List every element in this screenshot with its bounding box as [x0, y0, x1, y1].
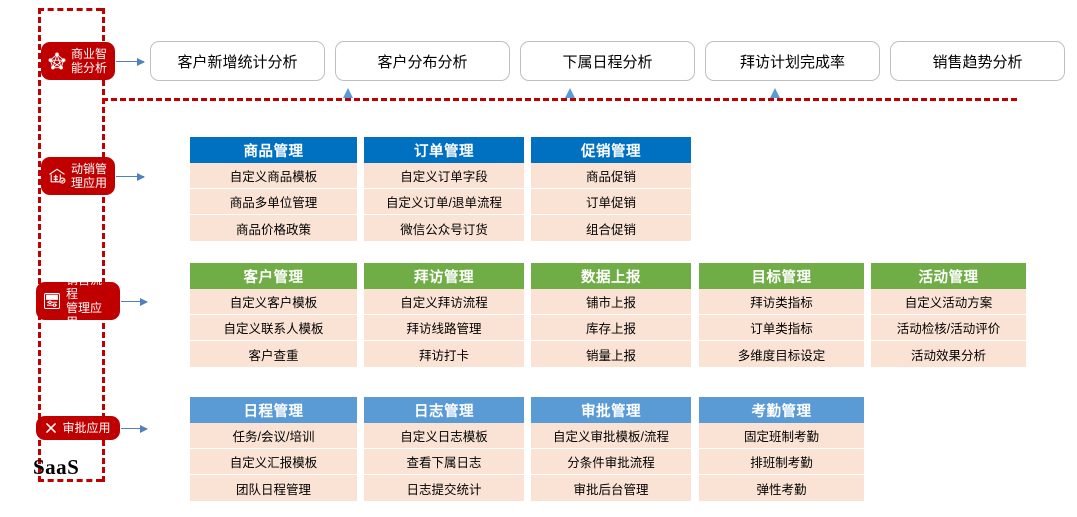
card-promotion-1-item-2[interactable]: 微信公众号订货: [364, 215, 524, 241]
card-promotion-0: 商品管理 自定义商品模板 商品多单位管理 商品价格政策: [190, 137, 357, 241]
bi-section-divider: [102, 98, 1017, 101]
card-approval-1-title: 日志管理: [364, 397, 524, 423]
card-approval-3-item-0[interactable]: 固定班制考勤: [699, 423, 864, 449]
connector-approval: [121, 424, 148, 433]
saas-bracket-inner-line: [102, 8, 105, 482]
bi-box-0[interactable]: 客户新增统计分析: [150, 41, 325, 81]
card-sales-3: 目标管理 拜访类指标 订单类指标 多维度目标设定: [699, 263, 864, 367]
card-sales-4-title: 活动管理: [871, 263, 1026, 289]
bi-box-2[interactable]: 下属日程分析: [520, 41, 695, 81]
card-approval-1-item-1[interactable]: 查看下属日志: [364, 449, 524, 475]
svg-text:SALE: SALE: [47, 296, 57, 300]
card-approval-0-item-2[interactable]: 团队日程管理: [190, 475, 357, 501]
connector-sales: [121, 297, 148, 306]
card-promotion-0-item-1[interactable]: 商品多单位管理: [190, 189, 357, 215]
card-sales-4-item-2[interactable]: 活动效果分析: [871, 341, 1026, 367]
rail-pill-approval-label: 审批应用: [62, 421, 111, 435]
card-approval-0-item-0[interactable]: 任务/会议/培训: [190, 423, 357, 449]
sale-tag-icon: SALE: [41, 290, 63, 312]
card-sales-2-item-2[interactable]: 销量上报: [531, 341, 691, 367]
card-approval-1-item-2[interactable]: 日志提交统计: [364, 475, 524, 501]
rail-pill-approval[interactable]: 审批应用: [36, 416, 120, 440]
bi-box-1-label: 客户分布分析: [377, 53, 468, 71]
card-promotion-1-item-1[interactable]: 自定义订单/退单流程: [364, 189, 524, 215]
card-approval-2-item-1[interactable]: 分条件审批流程: [531, 449, 691, 475]
rail-pill-sales[interactable]: SALE 销售流程 管理应用: [36, 273, 120, 329]
check-cross-icon: [43, 420, 59, 436]
rail-pill-bi-label: 商业智 能分析: [71, 47, 108, 75]
card-sales-4-item-0[interactable]: 自定义活动方案: [871, 289, 1026, 315]
card-sales-3-item-1[interactable]: 订单类指标: [699, 315, 864, 341]
card-promotion-2-title: 促销管理: [531, 137, 691, 163]
card-approval-2-item-2[interactable]: 审批后台管理: [531, 475, 691, 501]
card-approval-3-item-2[interactable]: 弹性考勤: [699, 475, 864, 501]
card-promotion-1-item-0[interactable]: 自定义订单字段: [364, 163, 524, 189]
bi-box-2-label: 下属日程分析: [562, 53, 653, 71]
card-approval-3: 考勤管理 固定班制考勤 排班制考勤 弹性考勤: [699, 397, 864, 501]
rail-pill-promotion[interactable]: 动销管 理应用: [41, 157, 115, 195]
card-sales-1-item-0[interactable]: 自定义拜访流程: [364, 289, 524, 315]
card-approval-1: 日志管理 自定义日志模板 查看下属日志 日志提交统计: [364, 397, 524, 501]
card-sales-0-item-2[interactable]: 客户查重: [190, 341, 357, 367]
card-sales-2-item-1[interactable]: 库存上报: [531, 315, 691, 341]
rail-pill-bi[interactable]: 商业智 能分析: [41, 42, 115, 80]
bi-box-0-label: 客户新增统计分析: [177, 53, 298, 71]
card-approval-0: 日程管理 任务/会议/培训 自定义汇报模板 团队日程管理: [190, 397, 357, 501]
card-sales-1-title: 拜访管理: [364, 263, 524, 289]
rail-pill-sales-label: 销售流程 管理应用: [66, 273, 103, 329]
card-promotion-2-item-1[interactable]: 订单促销: [531, 189, 691, 215]
store-house-icon: [46, 165, 68, 187]
card-promotion-0-item-0[interactable]: 自定义商品模板: [190, 163, 357, 189]
rail-pill-promotion-label: 动销管 理应用: [71, 162, 108, 190]
card-sales-1-item-1[interactable]: 拜访线路管理: [364, 315, 524, 341]
divider-up-arrow-2: [565, 88, 575, 98]
card-sales-3-item-2[interactable]: 多维度目标设定: [699, 341, 864, 367]
connector-promotion: [116, 172, 145, 181]
card-sales-1: 拜访管理 自定义拜访流程 拜访线路管理 拜访打卡: [364, 263, 524, 367]
card-approval-2-item-0[interactable]: 自定义审批模板/流程: [531, 423, 691, 449]
card-sales-1-item-2[interactable]: 拜访打卡: [364, 341, 524, 367]
saas-bracket-outline: [38, 8, 102, 482]
card-approval-3-title: 考勤管理: [699, 397, 864, 423]
card-approval-2-title: 审批管理: [531, 397, 691, 423]
card-sales-0-item-0[interactable]: 自定义客户模板: [190, 289, 357, 315]
bi-box-4-label: 销售趋势分析: [932, 53, 1023, 71]
card-approval-2: 审批管理 自定义审批模板/流程 分条件审批流程 审批后台管理: [531, 397, 691, 501]
card-approval-1-item-0[interactable]: 自定义日志模板: [364, 423, 524, 449]
card-sales-4-item-1[interactable]: 活动检核/活动评价: [871, 315, 1026, 341]
card-promotion-0-title: 商品管理: [190, 137, 357, 163]
card-sales-0-item-1[interactable]: 自定义联系人模板: [190, 315, 357, 341]
card-promotion-2-item-0[interactable]: 商品促销: [531, 163, 691, 189]
card-promotion-2-item-2[interactable]: 组合促销: [531, 215, 691, 241]
card-sales-2-item-0[interactable]: 铺市上报: [531, 289, 691, 315]
card-approval-0-title: 日程管理: [190, 397, 357, 423]
card-sales-2: 数据上报 铺市上报 库存上报 销量上报: [531, 263, 691, 367]
card-sales-2-title: 数据上报: [531, 263, 691, 289]
card-promotion-0-item-2[interactable]: 商品价格政策: [190, 215, 357, 241]
connector-bi: [116, 57, 145, 66]
network-graph-icon: [46, 50, 68, 72]
card-approval-3-item-1[interactable]: 排班制考勤: [699, 449, 864, 475]
saas-platform-label: SaaS: [33, 455, 80, 479]
card-approval-0-item-1[interactable]: 自定义汇报模板: [190, 449, 357, 475]
card-sales-3-title: 目标管理: [699, 263, 864, 289]
divider-up-arrow-3: [770, 88, 780, 98]
divider-up-arrow-1: [343, 88, 353, 98]
card-promotion-1-title: 订单管理: [364, 137, 524, 163]
card-sales-4: 活动管理 自定义活动方案 活动检核/活动评价 活动效果分析: [871, 263, 1026, 367]
card-sales-3-item-0[interactable]: 拜访类指标: [699, 289, 864, 315]
bi-box-3-label: 拜访计划完成率: [739, 53, 845, 71]
card-promotion-2: 促销管理 商品促销 订单促销 组合促销: [531, 137, 691, 241]
card-promotion-1: 订单管理 自定义订单字段 自定义订单/退单流程 微信公众号订货: [364, 137, 524, 241]
bi-box-1[interactable]: 客户分布分析: [335, 41, 510, 81]
card-sales-0: 客户管理 自定义客户模板 自定义联系人模板 客户查重: [190, 263, 357, 367]
card-sales-0-title: 客户管理: [190, 263, 357, 289]
bi-box-3[interactable]: 拜访计划完成率: [705, 41, 880, 81]
bi-box-4[interactable]: 销售趋势分析: [890, 41, 1065, 81]
